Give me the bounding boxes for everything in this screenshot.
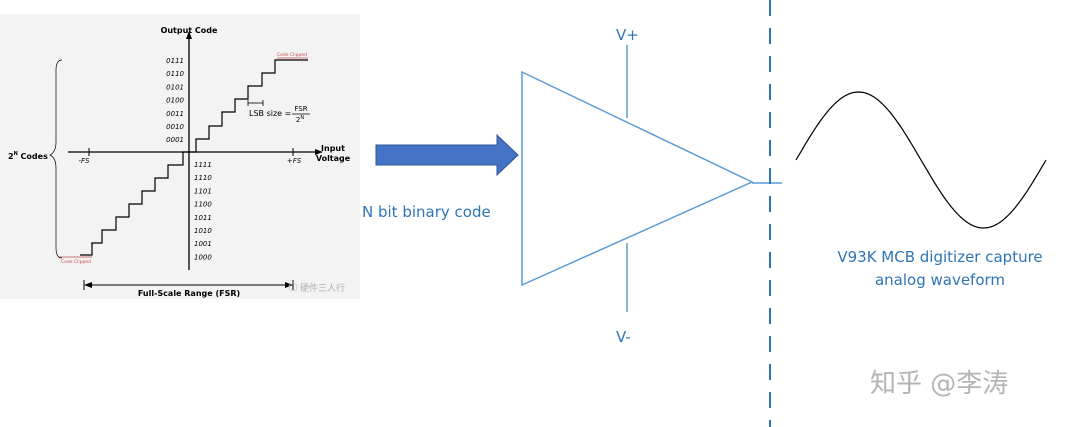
fsr-label: Full-Scale Range (FSR) [138, 289, 240, 298]
fsr-right-arrow [285, 282, 293, 288]
analog-sine-waveform [795, 91, 1047, 229]
staircase-transfer-curve [91, 59, 288, 245]
digitizer-caption-line2: analog waveform [875, 271, 1005, 289]
code-label: 0101 [166, 83, 184, 91]
x-axis-label-voltage: Voltage [316, 154, 351, 163]
code-label: 1000 [194, 253, 212, 261]
graph-background [0, 14, 360, 299]
lsb-numerator: FSR [294, 105, 307, 113]
x-axis-arrowhead [315, 149, 323, 155]
code-label: 1100 [194, 201, 212, 209]
output-code-title: Output Code [161, 26, 218, 35]
zhihu-watermark: 知乎 @李涛 [870, 369, 1008, 399]
code-label: 0110 [166, 70, 184, 78]
staircase-bottom-run [80, 243, 93, 256]
amplifier-triangle [521, 70, 754, 287]
negative-code-labels: 1111 1110 1101 1100 1011 1010 1001 1000 [194, 161, 212, 261]
codes-label: 2N Codes [8, 151, 48, 161]
code-label: 1010 [194, 227, 212, 235]
arrow-label: N bit binary code [362, 203, 491, 221]
code-label: 0011 [166, 110, 184, 118]
inner-watermark-text: 硬件三人行 [300, 282, 345, 294]
code-label: 0010 [166, 123, 184, 131]
code-label: 0001 [166, 136, 184, 144]
right-arrow-icon [375, 133, 519, 177]
v-minus-label: V- [616, 328, 631, 346]
code-label: 0111 [166, 57, 184, 65]
code-clipped-top-label: Code Clipped [277, 52, 307, 58]
code-label: 1001 [194, 240, 212, 248]
code-clipped-bottom-label: Code Clipped [61, 259, 91, 265]
neg-fs-label: -FS [79, 157, 91, 165]
fsr-label-bg [130, 288, 248, 298]
v-plus-label: V+ [616, 26, 639, 44]
code-label: 1110 [194, 174, 212, 182]
x-axis-label-input: Input [321, 144, 345, 153]
code-label: 1101 [194, 187, 212, 195]
digitizer-caption-line1: V93K MCB digitizer capture [837, 248, 1042, 266]
code-label: 1011 [194, 214, 212, 222]
code-label: 0100 [166, 97, 184, 105]
code-label: 1111 [194, 161, 212, 169]
fsr-left-arrow [84, 282, 92, 288]
adc-transfer-graph: Output Code Input Voltage -FS +FS 011101… [0, 14, 360, 299]
positive-code-labels: 0111 0110 0101 0100 0011 0010 0001 [166, 57, 184, 144]
y-axis-arrowhead [186, 31, 192, 39]
inner-watermark: 硬件三人行 [288, 282, 345, 294]
codes-brace [49, 59, 63, 259]
lsb-size-label: LSB size = [249, 109, 291, 118]
watermark-logo-icon [288, 282, 298, 292]
pos-fs-label: +FS [287, 157, 302, 165]
lsb-denominator: 2N [296, 115, 304, 124]
